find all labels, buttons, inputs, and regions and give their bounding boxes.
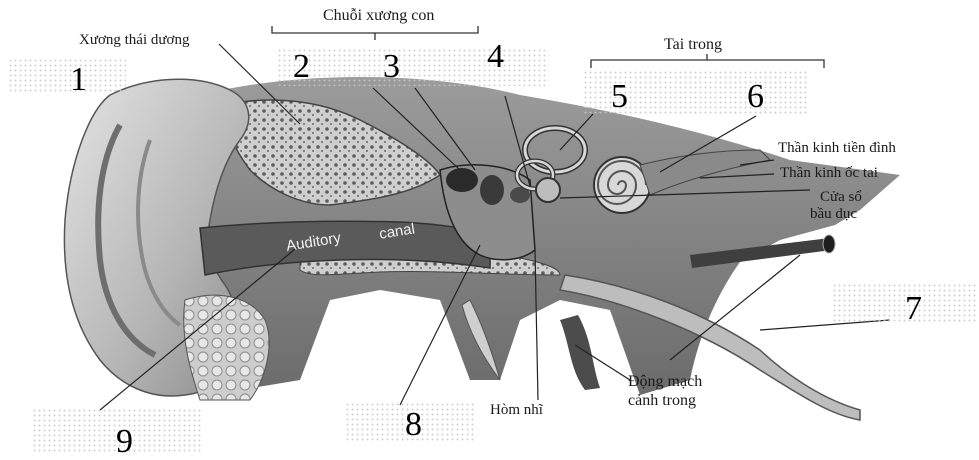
vestibule bbox=[536, 178, 560, 202]
label-than-kinh-tien-dinh: Thần kinh tiền đình bbox=[778, 140, 896, 157]
placeholder-box-2 bbox=[277, 48, 549, 86]
number-7: 7 bbox=[905, 292, 922, 326]
bracket-tai-trong bbox=[591, 54, 824, 68]
ossicle-malleus bbox=[446, 168, 478, 192]
label-xuong-thai-duong: Xương thái dương bbox=[79, 32, 189, 49]
number-8: 8 bbox=[405, 408, 422, 442]
number-6: 6 bbox=[747, 80, 764, 114]
carotid-artery bbox=[560, 315, 600, 390]
label-cua-so-line1: Cửa sổ bbox=[820, 189, 862, 206]
label-chuoi-xuong-con: Chuỗi xương con bbox=[323, 7, 434, 24]
label-dong-mach-line2: cảnh trong bbox=[628, 392, 696, 409]
placeholder-box-1 bbox=[8, 58, 126, 94]
label-cua-so-line2: bầu dục bbox=[810, 206, 857, 223]
number-3: 3 bbox=[383, 50, 400, 84]
number-2: 2 bbox=[293, 50, 310, 84]
number-1: 1 bbox=[70, 63, 87, 97]
number-9: 9 bbox=[116, 425, 133, 459]
label-tai-trong: Tai trong bbox=[664, 36, 722, 53]
label-than-kinh-oc-tai: Thần kinh ốc tai bbox=[780, 165, 878, 182]
ossicle-incus bbox=[480, 175, 504, 205]
number-5: 5 bbox=[611, 80, 628, 114]
label-hom-nhi: Hòm nhĩ bbox=[490, 402, 543, 419]
carotid-opening bbox=[823, 235, 835, 253]
label-dong-mach-line1: Động mạch bbox=[628, 373, 702, 390]
bracket-chuoi bbox=[272, 26, 478, 40]
number-4: 4 bbox=[487, 40, 504, 74]
parotid bbox=[184, 295, 269, 400]
